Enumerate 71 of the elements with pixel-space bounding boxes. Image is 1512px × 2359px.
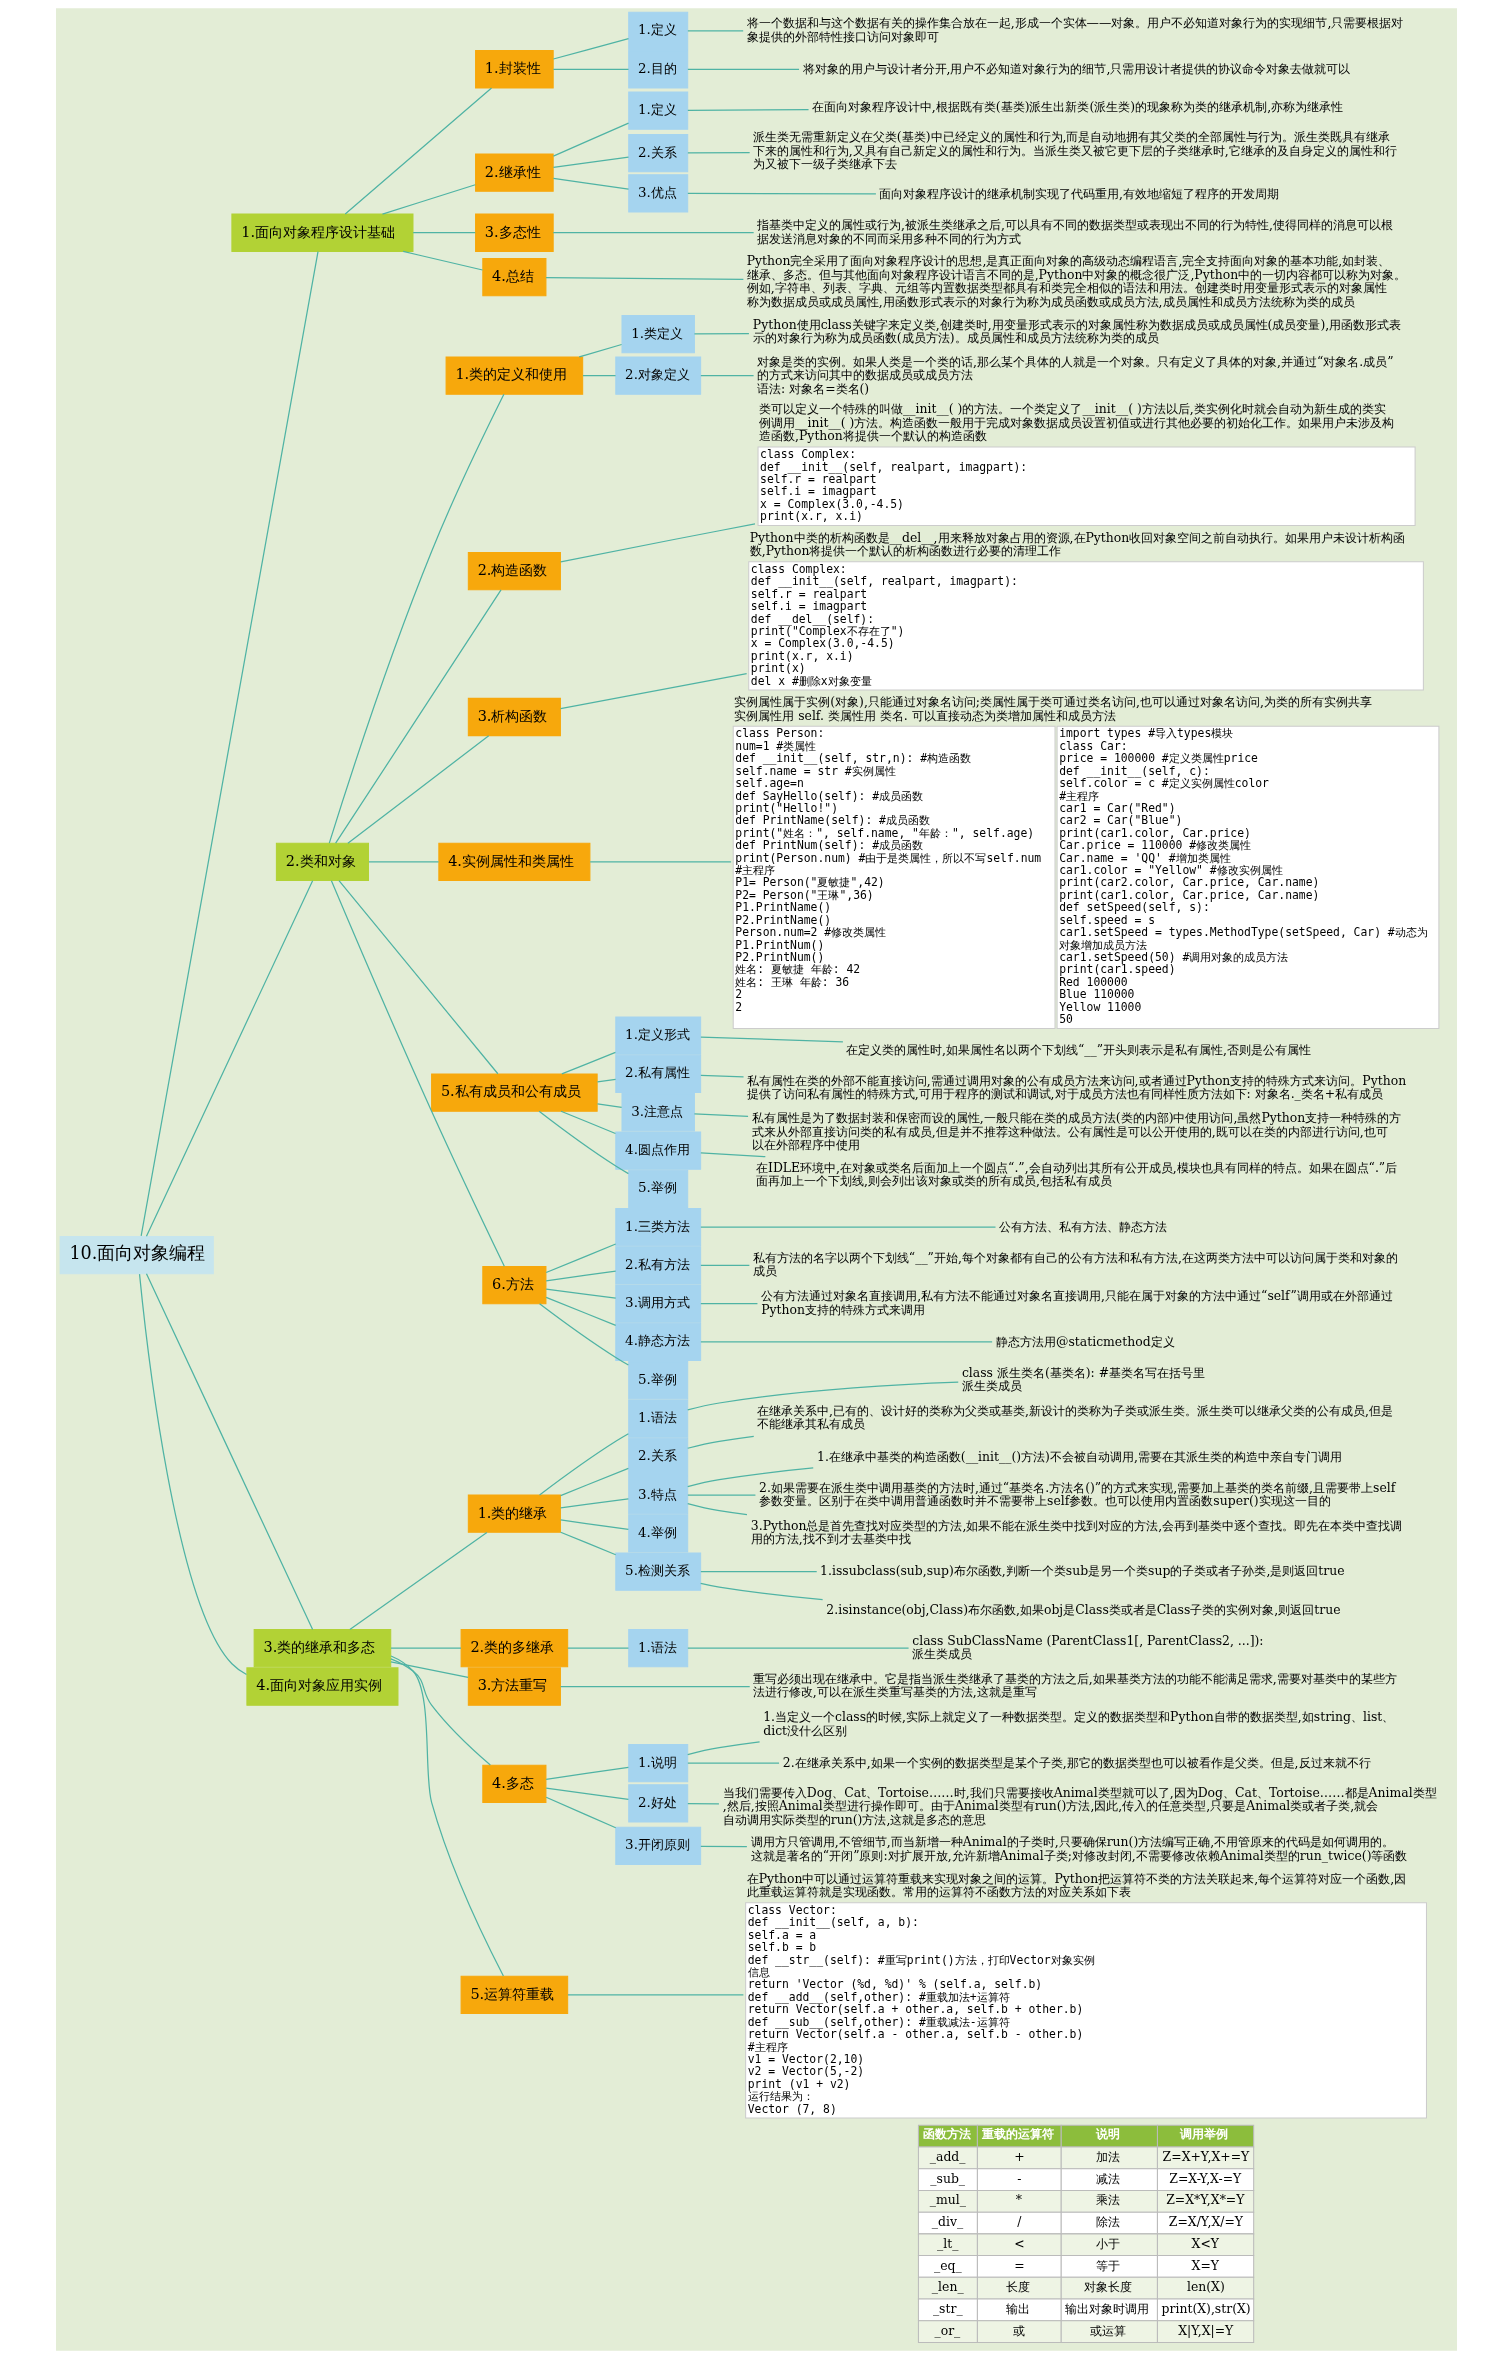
- label: Z=X+Y,X+=Y: [1162, 2149, 1249, 2165]
- label: 长度: [1005, 2279, 1030, 2295]
- label: Z=X-Y,X-=Y: [1168, 2170, 1241, 2186]
- node-text: 派生类无需重新定义在父类(基类)中已经定义的属性和行为,而是自动地拥有其父类的全部属性与行为。派生类既具有继承下来的属性和行为,又具有自己新定义的属性和行为。当派生类又被它更下层的子类继承时,它继承的及自身定义的属性和行为又被下一级子类继承下去: [752, 129, 1397, 172]
- label: _len_: [931, 2279, 964, 2295]
- node-text: 2.isinstance(obj,Class)布尔函数,如果obj是Class类或者是Class子类的实例对象,则返回true: [825, 1601, 1341, 1617]
- label: _add_: [929, 2149, 965, 2165]
- label: -: [1016, 2170, 1021, 2186]
- node-text: 指基类中定义的属性或行为,被派生类继承之后,可以具有不同的数据类型或表现出不同的行为特性,使得同样的消息可以根据发送消息对象的不同而采用多种不同的行为方式: [756, 217, 1393, 246]
- node-text: 面向对象程序设计的继承机制实现了代码重用,有效地缩短了程序的开发周期: [878, 186, 1279, 202]
- label: <: [1013, 2235, 1025, 2251]
- node-text: 1.当定义一个class的时候,实际上就定义了一种数据类型。定义的数据类型和Python自带的数据类型,如string、list、dict没什么区别: [762, 1709, 1394, 1738]
- label: 对象长度: [1083, 2279, 1132, 2295]
- label: _sub_: [929, 2170, 965, 2186]
- node-text: 对象是类的实例。如果人类是一个类的话,那么某个具体的人就是一个对象。只有定义了具体的对象,并通过“对象名.成员”的方式来访问其中的数据成员或成员方法 语法: 对象名=类名(): [756, 353, 1394, 396]
- node-text: Python使用class关键字来定义类,创建类时,用变量形式表示的对象属性称为数据成员或成员属性(成员变量),用函数形式表示的对象行为称为成员函数(成员方法)。成员属性和成员方法统称为类的成员: [752, 316, 1401, 345]
- label: _lt_: [936, 2235, 958, 2251]
- label: print(X),str(X): [1161, 2301, 1251, 2317]
- label: 或: [1012, 2322, 1025, 2338]
- label: 输出对象时调用: [1064, 2301, 1149, 2317]
- node-text: class 派生类名(基类名): #基类名写在括号里 派生类成员: [961, 1364, 1205, 1394]
- label: 小于: [1095, 2235, 1120, 2251]
- node-text: 将对象的用户与设计者分开,用户不必知道对象行为的细节,只需用设计者提供的协议命令对象去做就可以: [802, 60, 1350, 76]
- label: 减法: [1095, 2170, 1120, 2186]
- label: 输出: [1005, 2301, 1030, 2317]
- label: _str_: [932, 2301, 963, 2317]
- label: X<Y: [1191, 2235, 1219, 2251]
- node-text: 在继承关系中,已有的、设计好的类称为父类或基类,新设计的类称为子类或派生类。派生类可以继承父类的公有成员,但是不能继承其私有成员: [756, 1403, 1393, 1432]
- node-text: 调用方只管调用,不管细节,而当新增一种Animal的子类时,只要确保run()方法编写正确,不用管原来的代码是如何调用的。这就是著名的“开闭”原则:对扩展开放,允许新增Animal子类;对修改封闭,不需要修改依赖Animal类型的run_twice()等函数: [750, 1834, 1407, 1863]
- label: +: [1013, 2149, 1025, 2165]
- label: _div_: [931, 2214, 963, 2230]
- node-label: 实例属性属于实例(对象),只能通过对象名访问;类属性属于类可通过类名访问,也可以通过对象名访问,为类的所有实例共享: [733, 694, 1372, 710]
- label: X|Y,X|=Y: [1177, 2322, 1233, 2338]
- node-text: class SubClassName (ParentClass1[, ParentClass2, ...]): 派生类成员: [911, 1632, 1264, 1662]
- label: =: [1013, 2257, 1025, 2273]
- node-text: 2.如果需要在派生类中调用基类的方法时,通过“基类名.方法名()”的方式来实现,需要加上基类的类名前缀,且需要带上self参数变量。区别于在类中调用普通函数时并不需要带上self参数。也可以使用内置函数super()实现这一目的: [758, 1479, 1395, 1509]
- node-label: 实例属性用 self. 类属性用 类名. 可以直接动态为类增加属性和成员方法: [733, 707, 1116, 723]
- node-text: 私有属性在类的外部不能直接访问,需通过调用对象的公有成员方法来访问,或者通过Python支持的特殊方式来访问。Python提供了访问私有属性的特殊方式,可用于程序的测试和调试,对于成员方法也有同样性质方法如下: 对象名._类名+私有成员: [746, 1072, 1406, 1102]
- node-text: 重写必须出现在继承中。它是指当派生类继承了基类的方法之后,如果基类方法的功能不能满足需求,需要对基类中的某些方法进行修改,可以在派生类重写基类的方法,这就是重写: [752, 1670, 1397, 1700]
- label: /: [1016, 2214, 1021, 2230]
- label: 除法: [1095, 2214, 1120, 2230]
- label: 等于: [1095, 2257, 1120, 2273]
- label: 或运算: [1089, 2322, 1126, 2338]
- node-text: 2.在继承关系中,如果一个实例的数据类型是某个子类,那它的数据类型也可以被看作是父类。但是,反过来就不行: [782, 1754, 1371, 1770]
- label: _eq_: [933, 2257, 962, 2273]
- node-text: 当我们需要传入Dog、Cat、Tortoise……时,我们只需要接收Animal类型就可以了,因为Dog、Cat、Tortoise……都是Animal类型,然后,按照Animal类型进行操作即可。由于Animal类型有run()方法,因此,传入的任意类型,只要是Animal类或者子类,就会自动调用实际类型的run()方法,这就是多态的意思: [722, 1784, 1437, 1827]
- label: _mul_: [929, 2192, 966, 2208]
- node-label: Python中类的析构函数是__del__,用来释放对象占用的资源,在Python收回对象空间之前自动执行。如果用户未设计析构函数,Python将提供一个默认的析构函数进行必要的清理工作: [749, 529, 1405, 559]
- label: len(X): [1186, 2279, 1225, 2295]
- label: *: [1015, 2192, 1022, 2208]
- node-label: 在Python中可以通过运算符重载来实现对象之间的运算。Python把运算符不类的方法关联起来,每个运算符对应一个函数,因此重载运算符就是实现函数。常用的运算符不函数方法的对应关系如下表: [746, 1870, 1406, 1900]
- node-text: 1.在继承中基类的构造函数(__init__()方法)不会被自动调用,需要在其派生类的构造中亲自专门调用: [816, 1448, 1342, 1464]
- node-text: 公有方法通过对象名直接调用,私有方法不能通过对象名直接调用,只能在属于对象的方法中通过“self”调用或在外部通过Python支持的特殊方式来调用: [760, 1288, 1393, 1317]
- node-text: 私有属性是为了数据封装和保密而设的属性,一般只能在类的成员方法(类的内部)中使用访问,虽然Python支持一种特殊的方式来从外部直接访问类的私有成员,但是并不推荐这种做法。公有属性是可以公开使用的,既可以在类的内部进行访问,也可以在外部程序中使用: [751, 1110, 1401, 1153]
- node-text: 在面向对象程序设计中,根据既有类(基类)派生出新类(派生类)的现象称为类的继承机制,亦称为继承性: [811, 99, 1343, 115]
- node-text: 公有方法、私有方法、静态方法: [998, 1218, 1167, 1234]
- node-label: 类可以定义一个特殊的叫做__init__( )的方法。一个类定义了__init__( )方法以后,类实例化时就会自动为新生成的类实例调用__init__( )方法。构造函数一般用于完成对象数据成员设置初值或进行其他必要的初始化工作。如果用户未涉及构造函数,Python将提供一个默认的构造函数: [758, 401, 1394, 444]
- node-text: Python完全采用了面向对象程序设计的思想,是真正面向对象的高级动态编程语言,完全支持面向对象的基本功能,如封装、继承、多态。但与其他面向对象程序设计语言不同的是,Python中对象的概念很广泛,Python中的一切内容都可以称为对象。例如,字符串、列表、字典、元组等内置数据类型都具有和类完全相似的语法和用法。创建类时用变量形式表示的对象属性称为数据成员或成员属性,用函数形式表示的对象行为称为成员函数或成员方法,成员属性和成员方法统称为类的成员: [746, 253, 1406, 309]
- node-text: 私有方法的名字以两个下划线“__”开始,每个对象都有自己的公有方法和私有方法,在这两类方法中可以访问属于类和对象的成员: [752, 1249, 1398, 1279]
- label: X=Y: [1191, 2257, 1219, 2273]
- node-text: 将一个数据和与这个数据有关的操作集合放在一起,形成一个实体——对象。用户不必知道对象行为的实现细节,只需要根据对象提供的外部特性接口访问对象即可: [746, 15, 1403, 44]
- label: 乘法: [1095, 2192, 1120, 2208]
- node-text: 在定义类的属性时,如果属性名以两个下划线“__”开头则表示是私有属性,否则是公有属性: [845, 1041, 1311, 1057]
- node-text: 在IDLE环境中,在对象或类名后面加上一个圆点“.”,会自动列出其所有公开成员,模块也具有同样的特点。如果在圆点“.”后面再加上一个下划线,则会列出该对象或类的所有成员,包括私有成员: [755, 1159, 1397, 1189]
- label: Z=X/Y,X/=Y: [1168, 2214, 1243, 2230]
- node-text: 1.issubclass(sub,sup)布尔函数,判断一个类sub是另一个类sup的子类或者子孙类,是则返回true: [819, 1563, 1345, 1579]
- node-text: 静态方法用@staticmethod定义: [995, 1333, 1175, 1349]
- label: 加法: [1095, 2149, 1120, 2165]
- node-text: 3.Python总是首先查找对应类型的方法,如果不能在派生类中找到对应的方法,会再到基类中逐个查找。即先在本类中查找调用的方法,找不到才去基类中找: [750, 1517, 1402, 1547]
- label: _or_: [933, 2322, 960, 2338]
- label: Z=X*Y,X*=Y: [1165, 2192, 1244, 2208]
